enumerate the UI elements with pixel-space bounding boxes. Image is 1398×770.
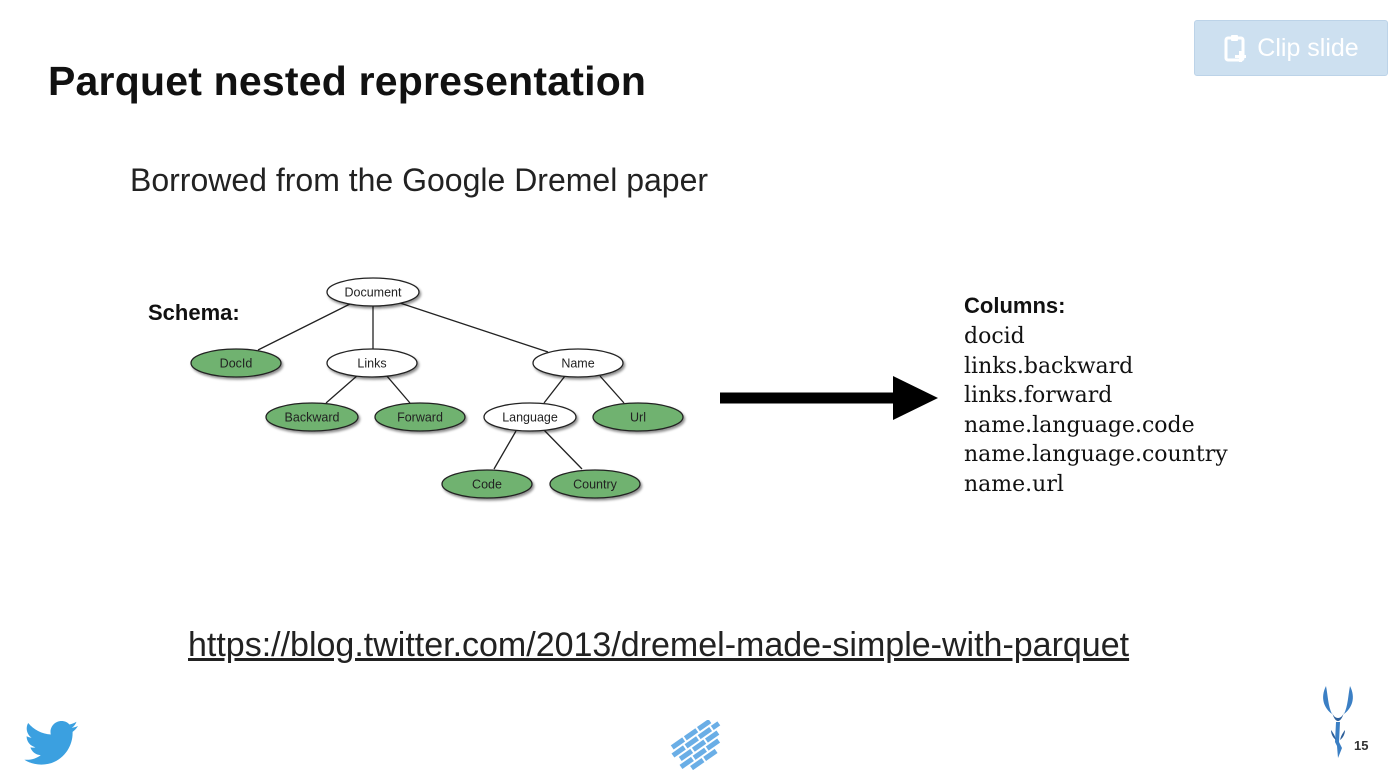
column-item: name.language.country — [964, 442, 1228, 467]
node-backward-label: Backward — [285, 411, 340, 425]
node-document-label: Document — [345, 286, 402, 300]
node-code: Code — [441, 469, 533, 499]
arrow-head — [893, 376, 938, 420]
parquet-logo-icon — [670, 720, 721, 770]
node-language: Language — [483, 402, 577, 432]
node-backward: Backward — [265, 402, 359, 432]
apache-drill-logo-icon — [1323, 686, 1353, 758]
node-document: Document — [326, 277, 420, 307]
twitter-bird-icon — [24, 721, 78, 765]
column-item: links.forward — [964, 383, 1113, 408]
node-docid: DocId — [190, 348, 282, 378]
node-url-label: Url — [630, 411, 646, 425]
slide-subtitle: Borrowed from the Google Dremel paper — [130, 162, 709, 198]
clipboard-icon — [1224, 35, 1247, 62]
blog-link[interactable]: https://blog.twitter.com/2013/dremel-mad… — [188, 626, 1130, 664]
columns-title: Columns: — [964, 293, 1066, 318]
clip-slide-button[interactable]: Clip slide — [1194, 20, 1388, 76]
tree-edges — [257, 302, 900, 470]
column-item: links.backward — [964, 353, 1134, 379]
node-name: Name — [532, 348, 624, 378]
slide-title: Parquet nested representation — [48, 58, 647, 104]
columns-list: docid links.backward links.forward name.… — [964, 322, 1228, 499]
node-url: Url — [592, 402, 684, 432]
slide-number: 15 — [1354, 738, 1369, 753]
node-country: Country — [549, 469, 641, 499]
node-docid-label: DocId — [220, 357, 253, 371]
column-item: name.url — [964, 471, 1064, 497]
node-language-label: Language — [502, 411, 558, 425]
clip-slide-label: Clip slide — [1257, 33, 1359, 62]
schema-label: Schema: — [148, 300, 240, 325]
node-country-label: Country — [573, 478, 618, 492]
node-code-label: Code — [472, 478, 502, 492]
node-links-label: Links — [357, 357, 386, 371]
node-name-label: Name — [561, 357, 594, 371]
node-links: Links — [326, 348, 418, 378]
column-item: name.language.code — [964, 412, 1195, 438]
node-forward-label: Forward — [397, 411, 443, 425]
column-item: docid — [964, 324, 1025, 349]
node-forward: Forward — [374, 402, 466, 432]
